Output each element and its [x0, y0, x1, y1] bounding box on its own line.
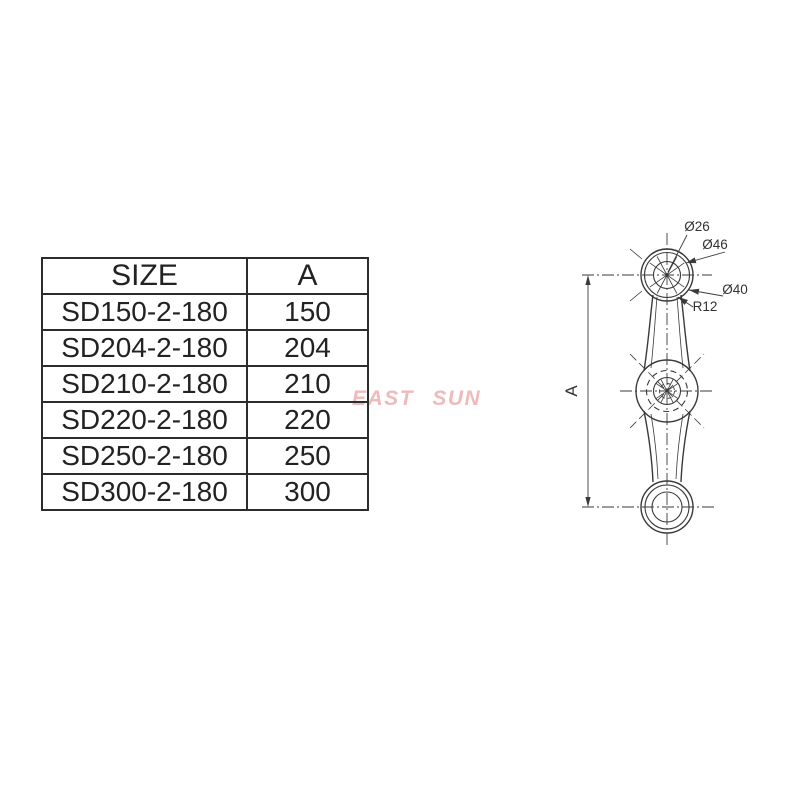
center-hub: [620, 353, 714, 429]
top-swivel-head: [629, 248, 694, 302]
label-dia26: Ø26: [684, 219, 710, 234]
arm-lower: [643, 410, 691, 483]
size-cell: SD204-2-180: [41, 329, 248, 367]
size-spec-table: SIZE A SD150-2-180 150 SD204-2-180 204 S…: [41, 257, 369, 511]
label-dia40: Ø40: [722, 282, 748, 297]
dimension-line-a: A: [562, 274, 717, 508]
table-row: SD150-2-180 150: [41, 293, 369, 331]
value-cell: 204: [246, 329, 369, 367]
table-row: SD210-2-180 210: [41, 365, 369, 403]
watermark-text: EAST SUN: [352, 387, 482, 410]
table-row: SD204-2-180 204: [41, 329, 369, 367]
annotations: Ø26 Ø46 Ø40 R12: [667, 219, 748, 314]
bottom-eye: [640, 480, 694, 534]
value-cell: 250: [246, 437, 369, 475]
table-row: SD300-2-180 300: [41, 473, 369, 511]
value-cell: 150: [246, 293, 369, 331]
size-cell: SD300-2-180: [41, 473, 248, 511]
size-cell: SD210-2-180: [41, 365, 248, 403]
value-cell: 220: [246, 401, 369, 439]
size-cell: SD150-2-180: [41, 293, 248, 331]
dim-label-a: A: [562, 385, 581, 397]
header-a: A: [246, 257, 369, 295]
label-dia46: Ø46: [702, 237, 728, 252]
table-row: SD220-2-180 220: [41, 401, 369, 439]
size-cell: SD220-2-180: [41, 401, 248, 439]
value-cell: 210: [246, 365, 369, 403]
value-cell: 300: [246, 473, 369, 511]
size-cell: SD250-2-180: [41, 437, 248, 475]
label-r12: R12: [693, 299, 718, 314]
header-size: SIZE: [41, 257, 248, 295]
table-header-row: SIZE A: [41, 257, 369, 295]
table-row: SD250-2-180 250: [41, 437, 369, 475]
spider-fitting-drawing: A: [562, 219, 748, 548]
